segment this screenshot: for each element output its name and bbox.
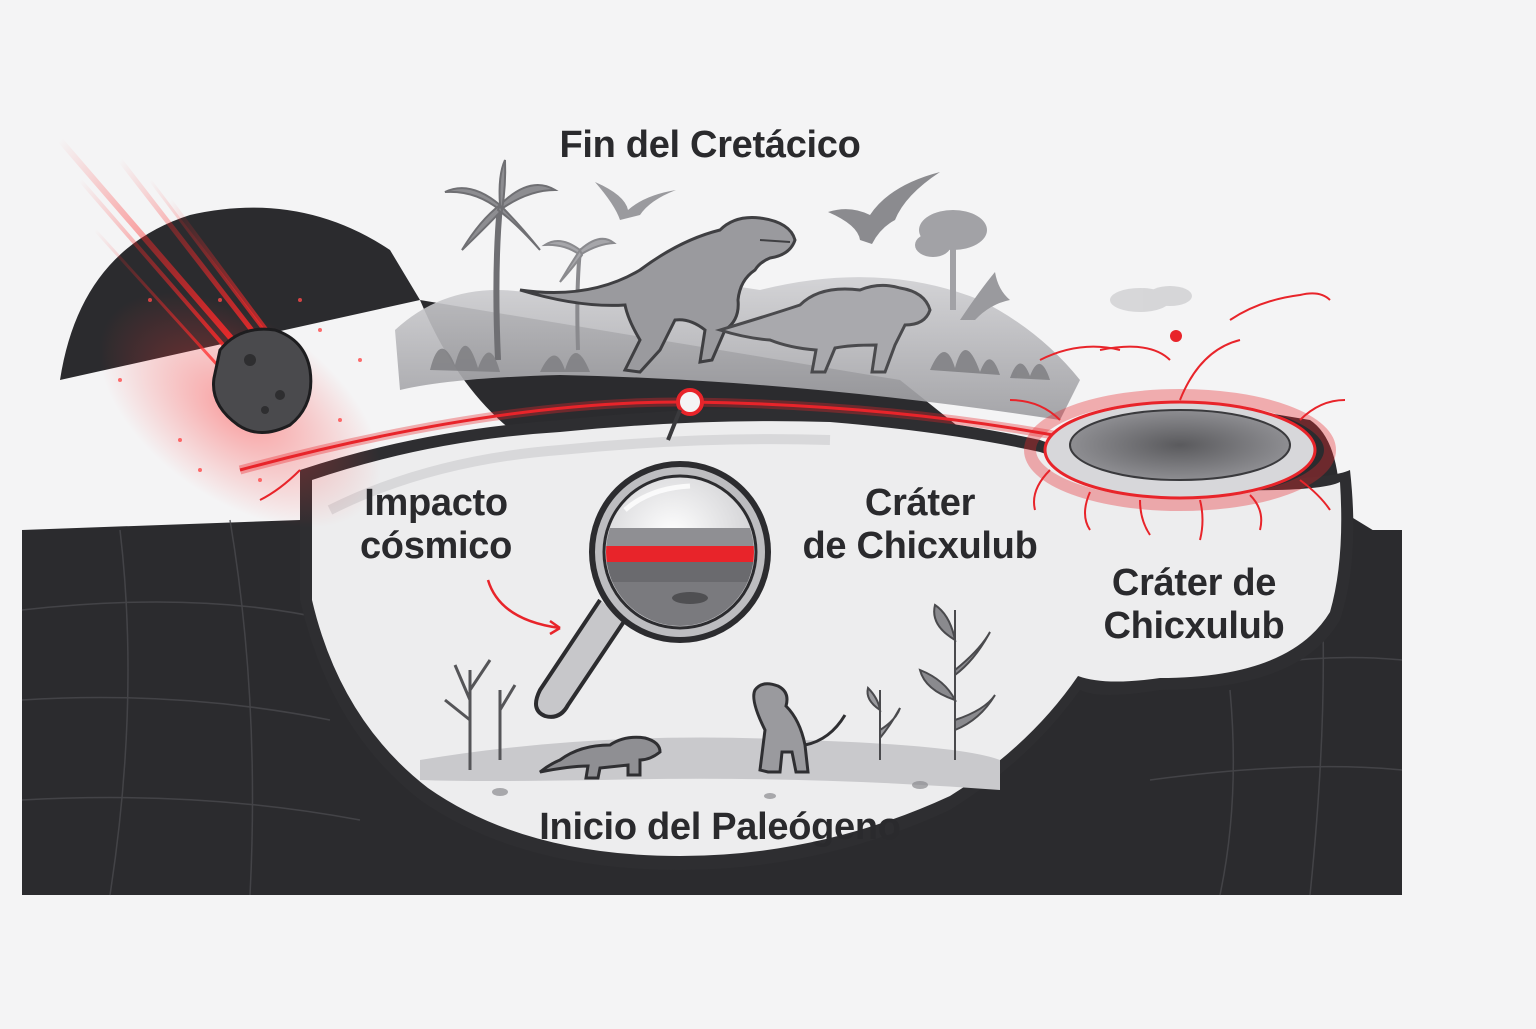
pterosaur-icon: [595, 182, 676, 220]
crater-center-label-line1: Cráter: [864, 482, 976, 524]
mammal-icon: [539, 735, 662, 780]
dinosaur-icon: [714, 283, 932, 374]
crater-icon: [1009, 292, 1346, 541]
boundary-marker: [676, 388, 704, 416]
bottom-title: Inicio del Paleógeno: [539, 806, 901, 848]
arrow: [486, 579, 561, 630]
impact-label-line1: Impacto: [364, 482, 508, 524]
tree-icon: [915, 210, 987, 310]
t-rex-icon: [519, 216, 797, 374]
shrubs: [430, 345, 1050, 380]
palm-tree-icon: [444, 159, 559, 361]
top-title: Fin del Cretácico: [559, 124, 861, 166]
dead-tree-icon: [444, 659, 517, 770]
pterosaur-icon: [828, 172, 940, 244]
crater-right-label: Cráter de Chicxulub: [1098, 562, 1290, 647]
paleogene-scene: [420, 603, 1000, 799]
pterosaur-icon: [960, 272, 1010, 320]
mammal-icon: [752, 682, 847, 774]
crater-right-label-line1: Cráter de: [1111, 562, 1277, 604]
crater-right-label-line2: Chicxulub: [1103, 604, 1285, 647]
magnifier-icon: [534, 409, 771, 719]
cretaceous-landscape: [395, 159, 1080, 420]
asteroid-icon: [212, 327, 313, 434]
asteroid-group: [57, 137, 381, 528]
plant-icon: [866, 686, 901, 760]
impact-label: Impacto cósmico: [356, 482, 516, 567]
kpg-boundary-line: [238, 388, 1081, 501]
crater-center-label-line2: de Chicxulub: [802, 524, 1038, 567]
plant-icon: [918, 603, 996, 760]
smoke-cloud: [1110, 286, 1192, 312]
crater-center-label: Cráter de Chicxulub: [800, 482, 1040, 567]
impact-label-line2: cósmico: [359, 524, 513, 567]
